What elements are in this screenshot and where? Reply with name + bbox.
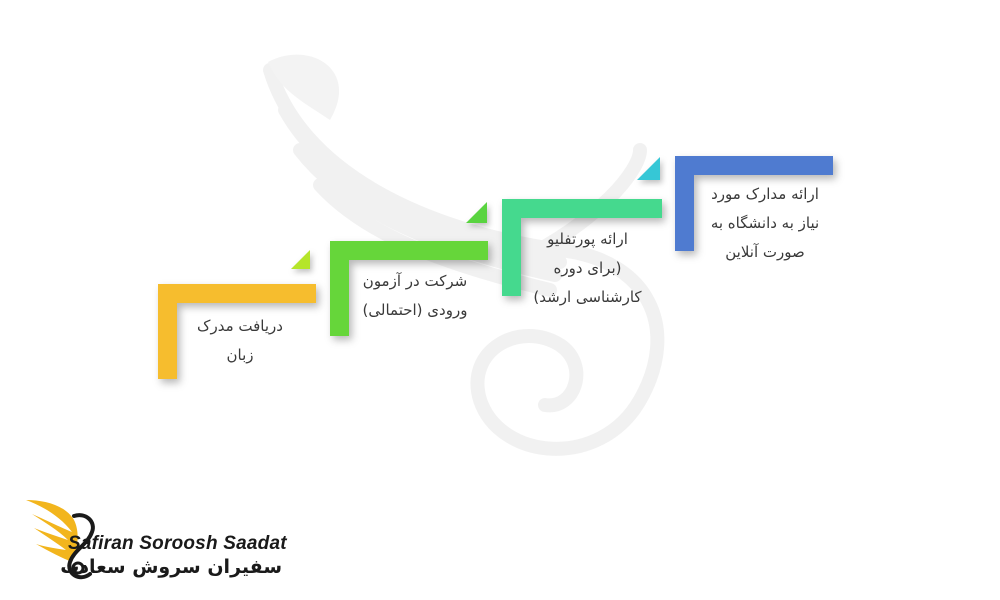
step-3-bracket bbox=[502, 199, 662, 296]
step-4-line-3: صورت آنلاین bbox=[725, 243, 805, 261]
step-1-text: دریافت مدرک زبان bbox=[180, 312, 300, 370]
step-2-text: شرکت در آزمون ورودی (احتمالی) bbox=[340, 267, 490, 325]
step-4-line-1: ارائه مدارک مورد bbox=[711, 185, 819, 203]
brand-name-persian: سفیران سروش سعادت bbox=[60, 556, 282, 578]
step-3-line-1: ارائه پورتفلیو bbox=[547, 230, 628, 248]
step-1-bracket bbox=[158, 284, 316, 379]
brand-name-english: Safiran Soroosh Saadat bbox=[68, 533, 287, 554]
step-2-bracket bbox=[330, 241, 488, 336]
step-2-corner-arrow bbox=[466, 202, 487, 223]
step-4-text: ارائه مدارک مورد نیاز به دانشگاه به صورت… bbox=[690, 180, 840, 267]
brand-logo-wing-icon bbox=[26, 500, 95, 580]
step-3-corner-arrow bbox=[637, 157, 660, 180]
step-1-corner-arrow bbox=[291, 250, 310, 269]
step-4-line-2: نیاز به دانشگاه به bbox=[710, 214, 820, 232]
step-4-bracket bbox=[675, 156, 833, 251]
step-3-line-2: (برای دوره bbox=[553, 259, 622, 277]
step-3-line-3: کارشناسی ارشد) bbox=[533, 288, 642, 306]
step-1-line-2: زبان bbox=[226, 346, 254, 364]
step-2-line-2: ورودی (احتمالی) bbox=[362, 301, 468, 319]
step-3-text: ارائه پورتفلیو (برای دوره کارشناسی ارشد) bbox=[520, 225, 655, 312]
step-1-line-1: دریافت مدرک bbox=[197, 317, 283, 335]
step-2-line-1: شرکت در آزمون bbox=[362, 272, 468, 290]
